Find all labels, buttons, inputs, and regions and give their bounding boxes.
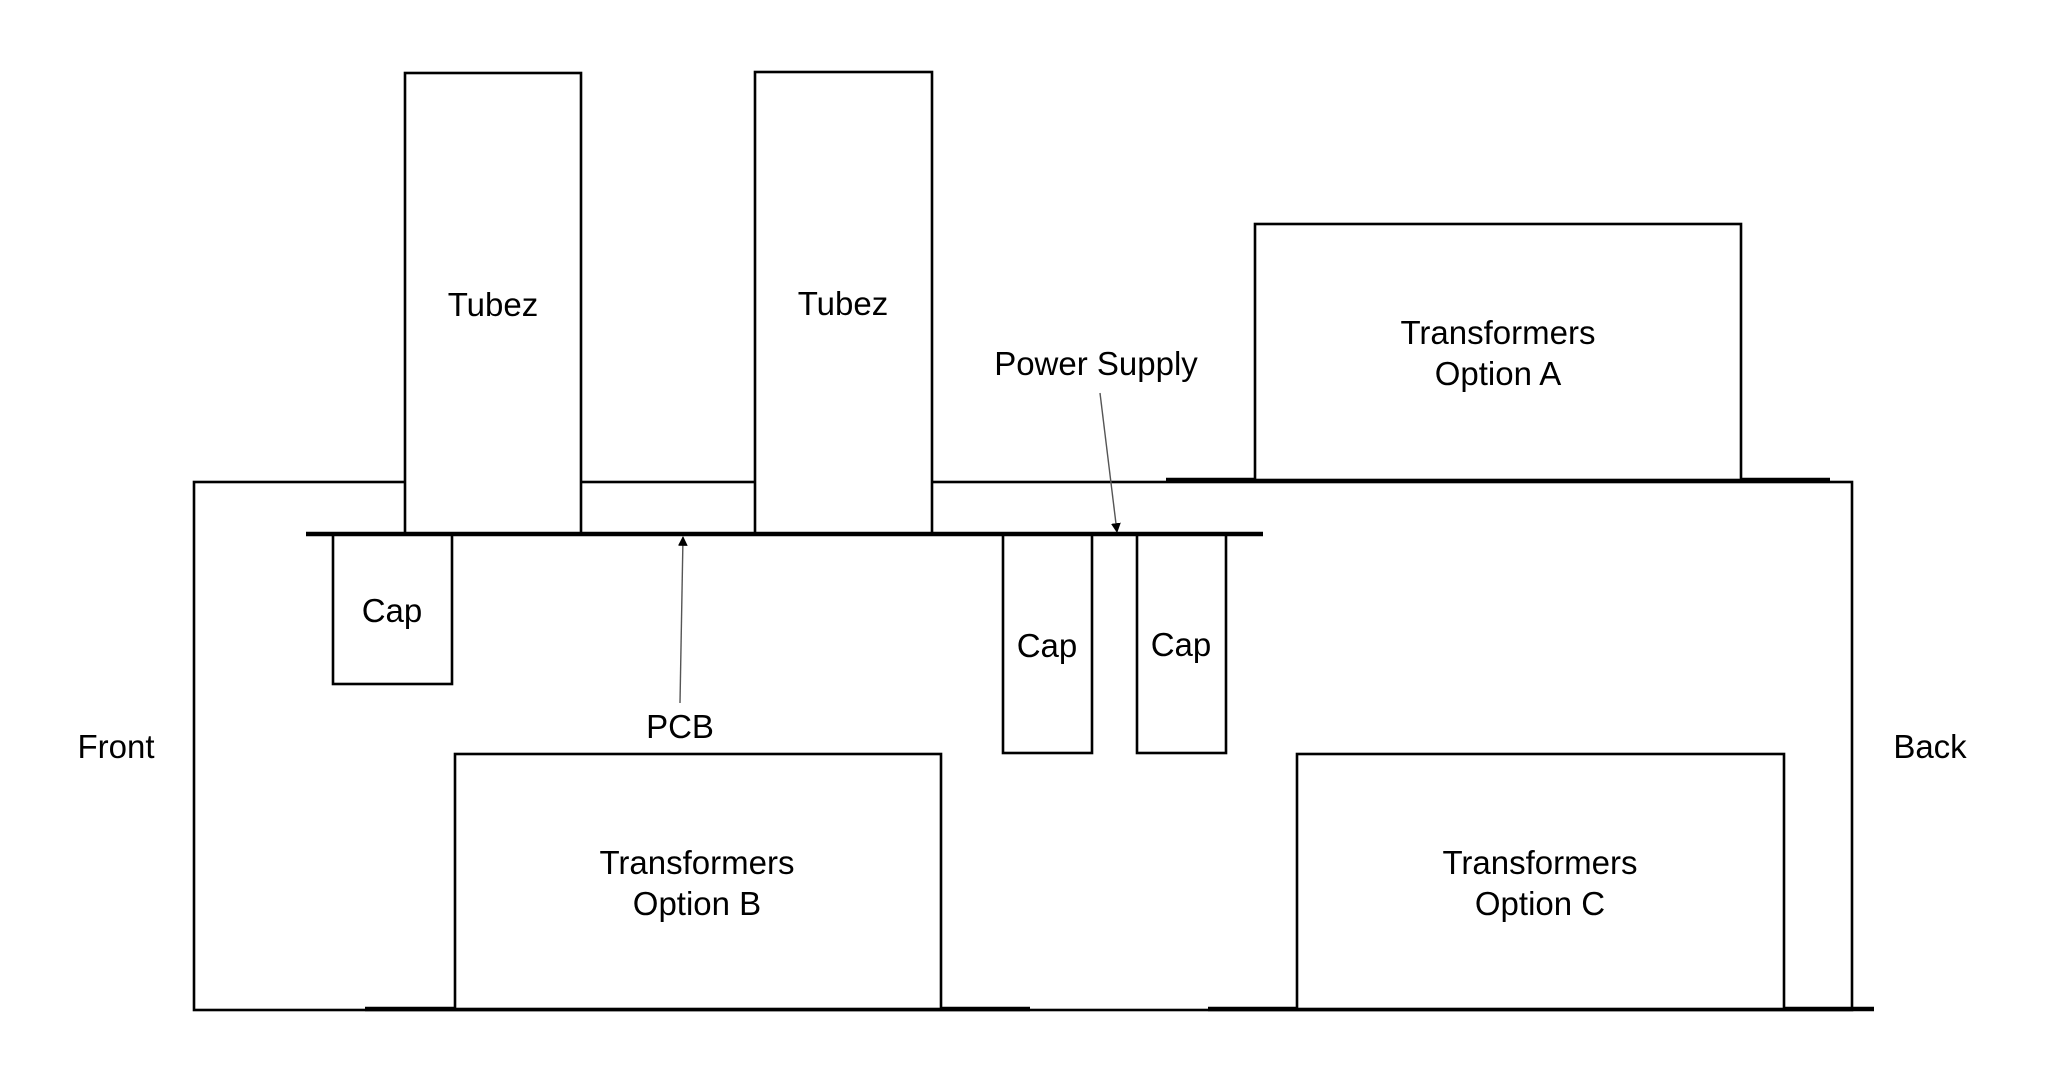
tube-2-label: Tubez: [798, 285, 889, 322]
transformer-option-b: Transformers Option B: [453, 752, 943, 1011]
transformer-option-c-box: [1295, 752, 1786, 1011]
cap-2: Cap: [1001, 532, 1094, 755]
transformer-option-a-box: [1253, 222, 1743, 482]
cap-3-label: Cap: [1151, 626, 1212, 663]
transformer-option-a-label-line1: Transformers: [1401, 314, 1596, 351]
cap-1-label: Cap: [362, 592, 423, 629]
tube-2-box: [753, 70, 934, 536]
cap-3-box: [1135, 532, 1228, 755]
power-supply-arrow: [1099, 392, 1121, 533]
pcb-arrow: [677, 536, 688, 704]
cap-2-label: Cap: [1017, 627, 1078, 664]
transformer-option-c-label-line2: Option C: [1475, 885, 1605, 922]
cap-3: Cap: [1135, 532, 1228, 755]
tube-2: Tubez: [753, 70, 934, 536]
tube-1: Tubez: [403, 71, 583, 536]
front-label: Front: [77, 728, 154, 765]
tube-1-label: Tubez: [448, 286, 539, 323]
cap-1: Cap: [331, 532, 454, 686]
power-supply-callout-label: Power Supply: [994, 345, 1198, 382]
transformer-option-a-label-line2: Option A: [1435, 355, 1562, 392]
tube-1-box: [403, 71, 583, 536]
transformer-option-b-label-line2: Option B: [633, 885, 761, 922]
pcb-callout-label: PCB: [646, 708, 714, 745]
transformer-option-c: Transformers Option C: [1295, 752, 1786, 1011]
back-label: Back: [1893, 728, 1967, 765]
transformer-option-b-box: [453, 752, 943, 1011]
cap-2-box: [1001, 532, 1094, 755]
transformer-option-c-label-line1: Transformers: [1443, 844, 1638, 881]
transformer-option-b-label-line1: Transformers: [600, 844, 795, 881]
transformer-option-a: Transformers Option A: [1253, 222, 1743, 482]
cap-1-box: [331, 532, 454, 686]
